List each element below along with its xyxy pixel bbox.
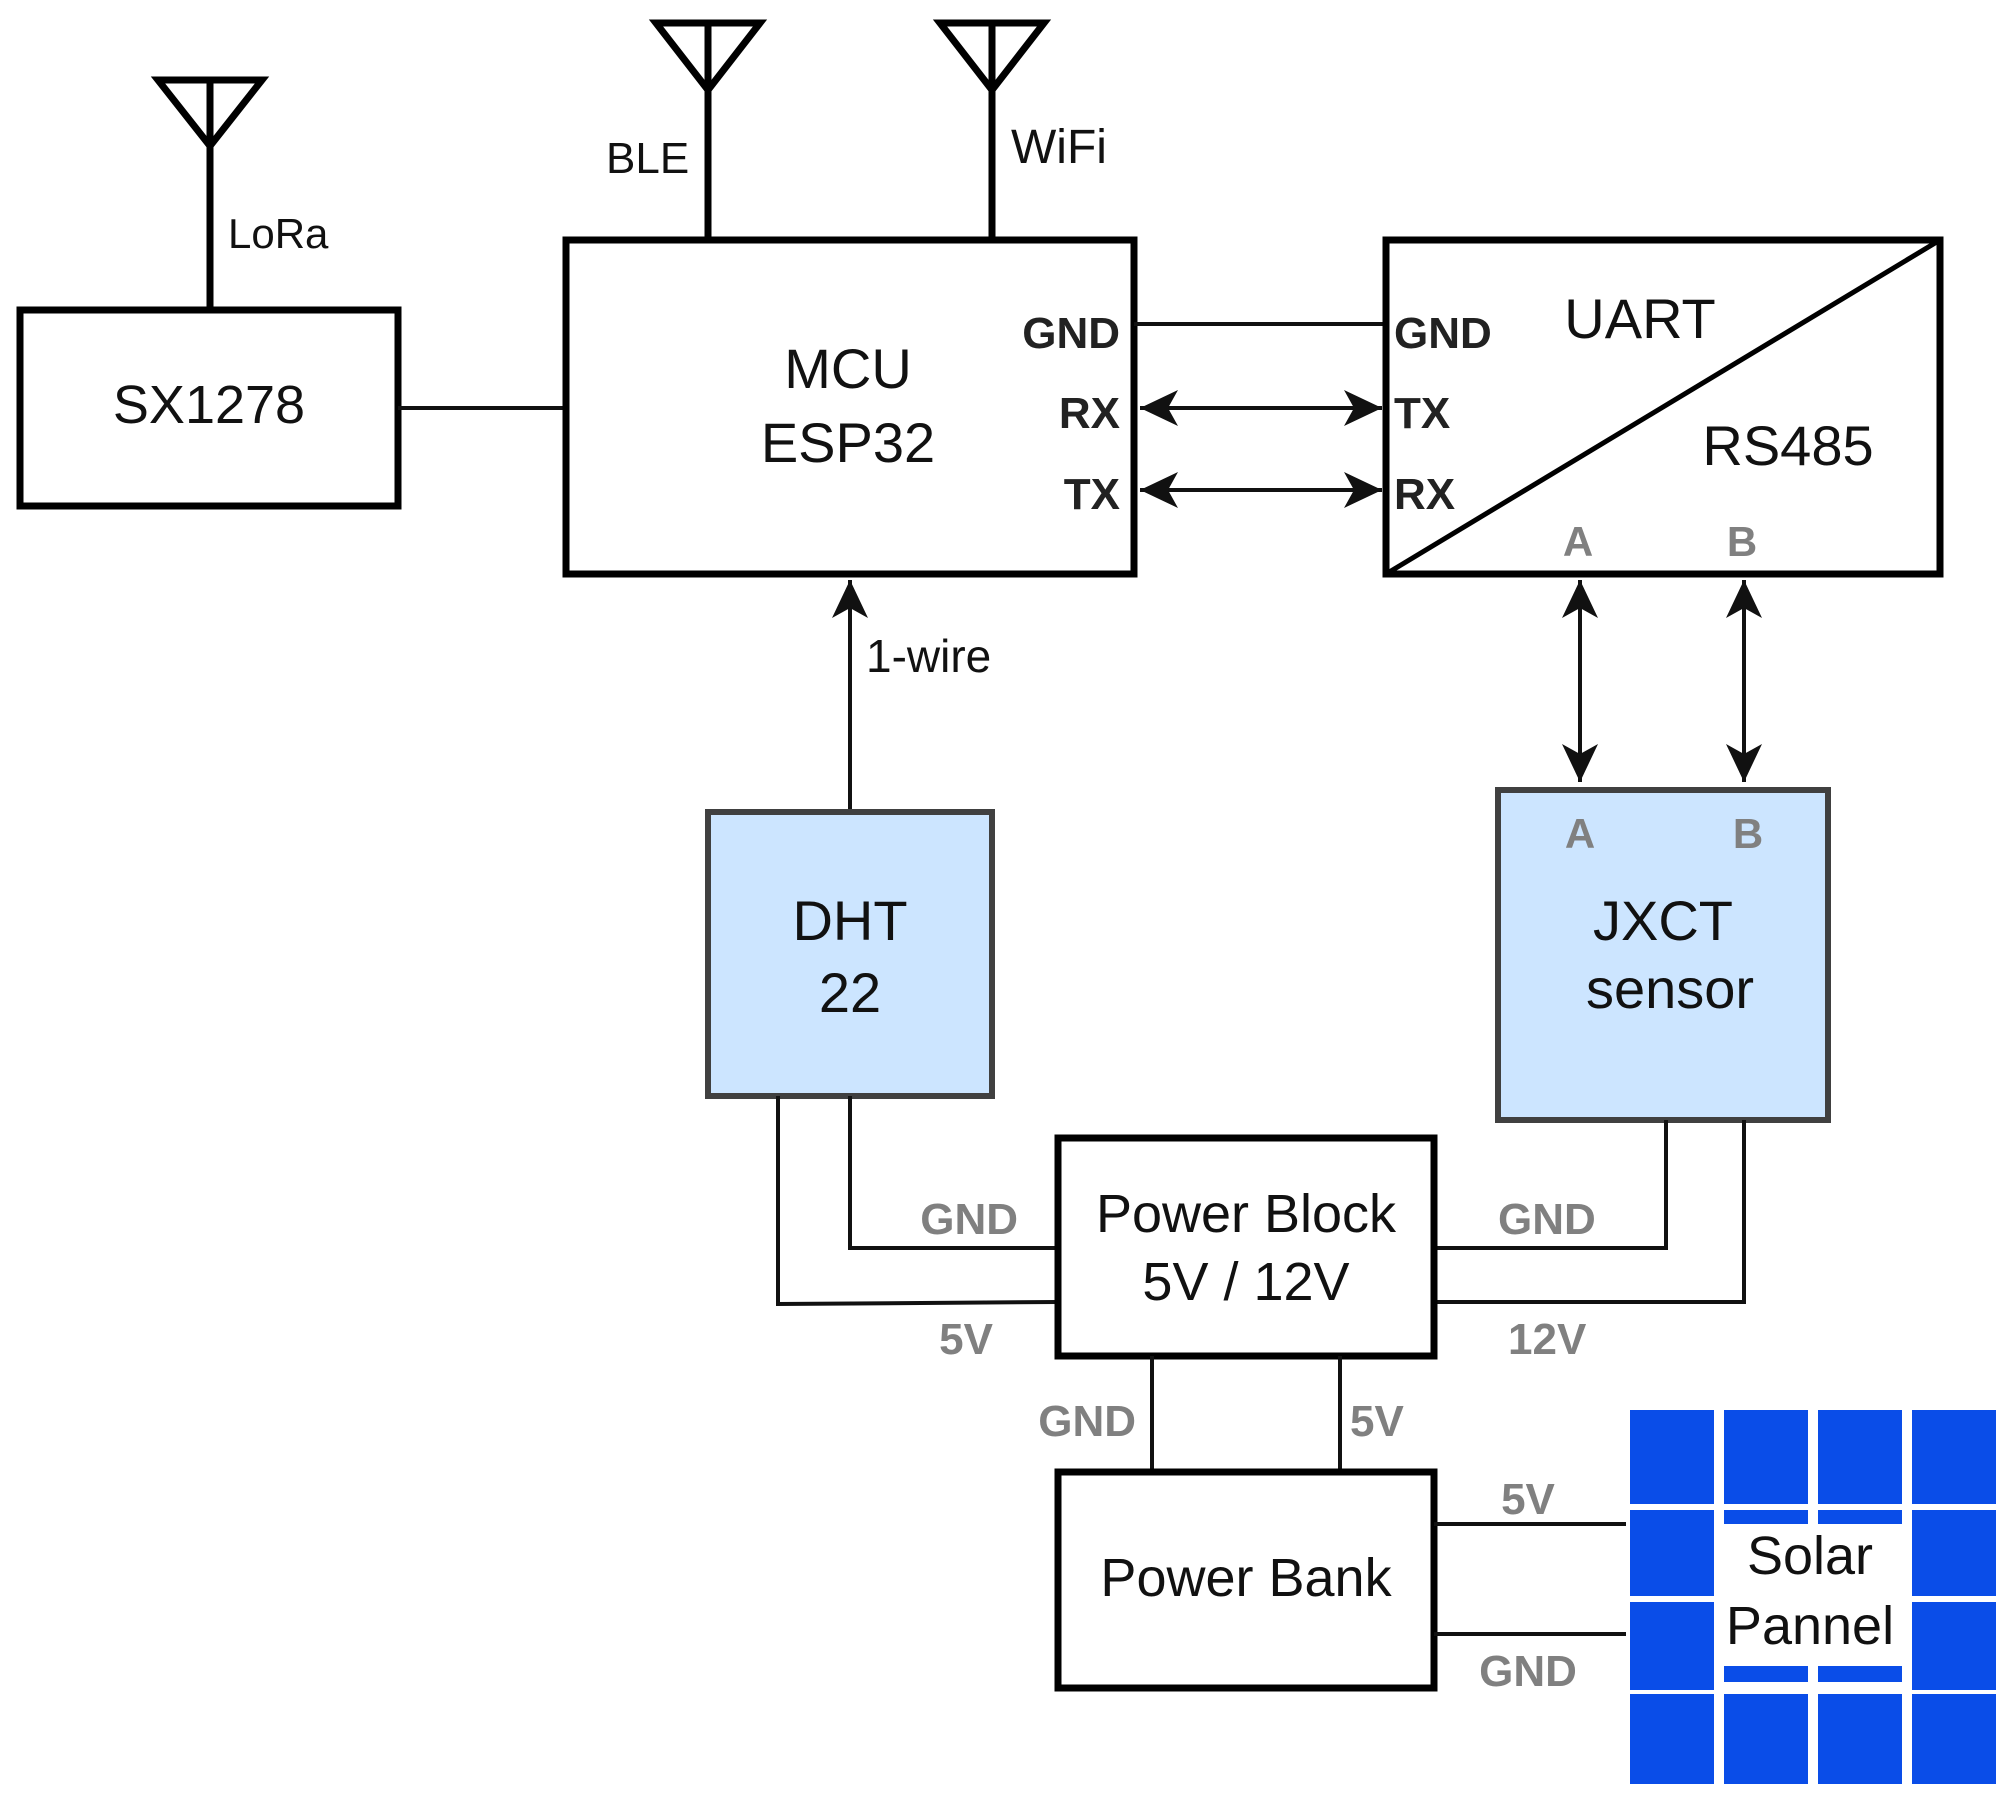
uart-label: UART <box>1564 287 1715 350</box>
converter-pin-tx: TX <box>1394 389 1450 438</box>
mcu-pin-tx: TX <box>1064 470 1120 519</box>
rs485-label: RS485 <box>1702 414 1873 477</box>
uart-rs485-converter: UART RS485 GND TX RX A B <box>1382 236 1944 578</box>
sx1278-block: SX1278 <box>16 306 402 510</box>
power-block-bottom-gnd: GND <box>1038 1397 1136 1446</box>
ble-antenna-icon <box>648 19 768 240</box>
mcu-line2: ESP32 <box>761 411 935 474</box>
dht-line1: DHT <box>792 889 907 952</box>
mcu-pin-gnd: GND <box>1022 309 1120 358</box>
dht-5v-wire <box>776 1096 1059 1307</box>
jxct-pin-a: A <box>1565 810 1595 857</box>
jxct-12v-wire <box>1434 1120 1746 1304</box>
power-bank-right-gnd: GND <box>1479 1647 1577 1696</box>
jxct-sensor-block: A B JXCT sensor <box>1495 787 1831 1123</box>
solar-panel-icon <box>1630 1410 1996 1784</box>
sx1278-label: SX1278 <box>113 375 305 435</box>
converter-pin-b: B <box>1727 518 1757 565</box>
dht-line2: 22 <box>819 961 881 1024</box>
ble-label: BLE <box>606 134 689 183</box>
jxct-pin-b: B <box>1733 810 1763 857</box>
power-block-right-gnd: GND <box>1498 1195 1596 1244</box>
solar-line1: Solar <box>1747 1526 1873 1586</box>
dht-gnd-wire <box>848 1096 1058 1250</box>
jxct-line2: sensor <box>1586 957 1754 1020</box>
power-block-bottom-5v: 5V <box>1350 1397 1404 1446</box>
mcu-pin-rx: RX <box>1059 389 1120 438</box>
converter-pin-gnd: GND <box>1394 309 1492 358</box>
dht22-block: DHT 22 <box>705 809 995 1099</box>
mcu-line1: MCU <box>784 337 912 400</box>
power-bank-block: Power Bank <box>1054 1468 1438 1692</box>
wifi-antenna-icon <box>932 19 1052 240</box>
power-block-left-gnd: GND <box>920 1195 1018 1244</box>
wifi-label: WiFi <box>1011 121 1107 174</box>
power-block: Power Block 5V / 12V <box>1054 1134 1438 1360</box>
power-block-left-5v: 5V <box>939 1315 993 1364</box>
converter-pin-a: A <box>1563 518 1593 565</box>
jxct-line1: JXCT <box>1593 889 1733 952</box>
one-wire-label: 1-wire <box>866 630 991 682</box>
mcu-block: MCU ESP32 GND RX TX <box>562 236 1138 578</box>
power-bank-label: Power Bank <box>1100 1548 1392 1608</box>
power-bank-right-5v: 5V <box>1501 1475 1555 1524</box>
converter-pin-rx: RX <box>1394 470 1455 519</box>
power-block-line2: 5V / 12V <box>1142 1252 1349 1312</box>
solar-line2: Pannel <box>1726 1596 1894 1656</box>
jxct-gnd-wire <box>1434 1120 1668 1250</box>
lora-label: LoRa <box>228 210 329 257</box>
power-block-line1: Power Block <box>1096 1184 1397 1244</box>
power-block-right-12v: 12V <box>1508 1315 1587 1364</box>
lora-antenna-icon <box>150 76 270 310</box>
